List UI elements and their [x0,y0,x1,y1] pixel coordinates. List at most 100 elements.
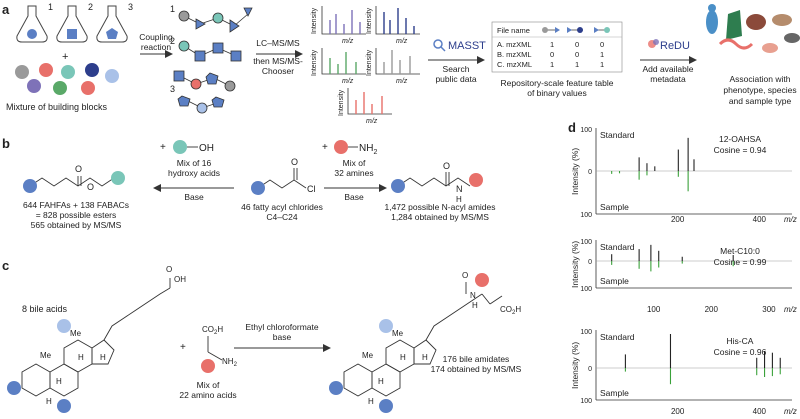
row-value: 1 [575,60,579,69]
association-line-3: and sample type [729,96,792,106]
h-label: H [100,353,106,362]
co2h-label: CO2H [202,325,223,336]
y-tick: 100 [580,329,592,336]
x-tick: 200 [671,407,685,416]
acyl-chain-circle [251,181,265,195]
acyl-chloride [257,168,307,189]
nh2-label: NH2 [359,143,377,156]
organ-icon [746,14,766,30]
panel-a: a 1 2 3 + Mixture of bui [2,2,800,125]
bile-acids-label: 8 bile acids [22,304,68,314]
panel-c-label: c [2,258,9,273]
reagent-2: base [273,332,292,342]
n-label: N [470,291,476,300]
coupling-line-1: Coupling [139,32,173,42]
co2h-label: CO2H [500,305,521,316]
masst-logo: MASST [433,39,486,52]
sample-label: Sample [600,202,629,212]
row-value: 0 [575,40,579,49]
product-caption-1: 176 bile amidates [443,354,510,364]
spec-y-label: Intensity [311,7,318,34]
oh-label: OH [199,143,214,154]
y-tick: 0 [588,259,592,266]
row-value: 0 [550,50,554,59]
mini-spectrum: Intensity m/z [366,48,420,85]
panel-d-label: d [568,120,576,135]
amide-product [397,172,471,187]
acyl-chain-circle [391,179,405,193]
table-row: C. mzXML 1 1 1 [497,60,604,69]
plus-sign: + [160,142,166,153]
h-label: H [378,377,384,386]
x-axis-label: m/z [784,215,797,224]
nh2-label: NH2 [222,357,238,368]
right-caption-2: 1,284 obtained by MS/MS [391,212,489,222]
reagent-1: Ethyl chloroformate [245,322,318,332]
panel-b-label: b [2,136,10,151]
amino-acid [207,336,223,361]
redu-text: ReDU [660,40,690,52]
flask-1: 1 [16,2,53,43]
human-body-icon [706,10,718,34]
lcms-line-3: Chooser [262,66,294,76]
spec-y-label: Intensity [366,7,373,34]
row-value: 1 [600,60,604,69]
table-row: B. mzXML 0 0 1 [497,50,604,59]
flask-number: 2 [88,2,93,12]
mix-amino-2: 22 amino acids [179,390,236,400]
h-label: H [472,301,478,310]
lcms-line-1: LC–MS/MS [256,38,300,48]
building-blocks-caption: Mixture of building blocks [6,102,108,112]
side-chain-circle [201,359,215,373]
y-axis-label: Intensity (%) [570,148,580,195]
row-name: C. mzXML [497,60,532,69]
flask-2: 2 [56,2,93,43]
redu-line-2: metadata [650,74,686,84]
x-axis-label: m/z [784,407,797,416]
product-caption-2: 174 obtained by MS/MS [431,364,522,374]
spec-y-label: Intensity [338,89,345,116]
x-tick: 200 [671,215,685,224]
mix-hydroxy-2: hydroxy acids [168,168,220,178]
me-label: Me [70,329,82,338]
panel-c: c 8 bile acids Me Me H H H H OH O + CO2H… [2,258,522,413]
center-caption-2: C4–C24 [266,212,297,222]
spec-x-label: m/z [366,118,378,125]
y-tick: 0 [588,366,592,373]
carbonyl-o-label: O [443,161,450,171]
cosine-score: Cosine = 0.96 [714,347,767,357]
spec-y-label: Intensity [366,49,373,76]
product-number: 2 [170,36,175,46]
search-line-2: public data [435,74,476,84]
redu-line-1: Add available [642,64,693,74]
tissue-icon [762,43,778,53]
y-tick: 100 [580,212,592,219]
spec-x-label: m/z [396,38,408,45]
x-tick: 100 [647,305,661,314]
sample-label: Sample [600,276,629,286]
cl-label: Cl [307,184,316,194]
table-row: A. mzXML 1 0 0 [497,40,604,49]
intestine-icon [718,38,754,50]
amide-n-label: N [456,184,463,194]
left-caption-3: 565 obtained by MS/MS [31,220,122,230]
product-number: 1 [170,4,175,14]
mix-amino-1: Mix of [197,380,220,390]
mix-amines-2: 32 amines [334,168,373,178]
spec-x-label: m/z [342,78,354,85]
h-label: H [422,353,428,362]
redu-logo: ReDU [648,39,690,52]
hydroxy-acid-circle [173,140,187,154]
feature-table: File name A. mzXML 1 0 0 B. mzXML 0 0 1 … [491,21,623,73]
association-line-2: phenotype, species [723,85,796,95]
rodent-icon [784,33,800,43]
y-tick: 100 [580,398,592,405]
mix-amines-1: Mix of [343,158,366,168]
bile-acid-structure [21,278,171,397]
mini-spectrum: Intensity m/z [338,88,392,125]
bile-amidate-structure [343,282,503,397]
y-tick: 100 [580,127,592,134]
x-tick: 400 [753,215,767,224]
amine-circle [469,173,483,187]
